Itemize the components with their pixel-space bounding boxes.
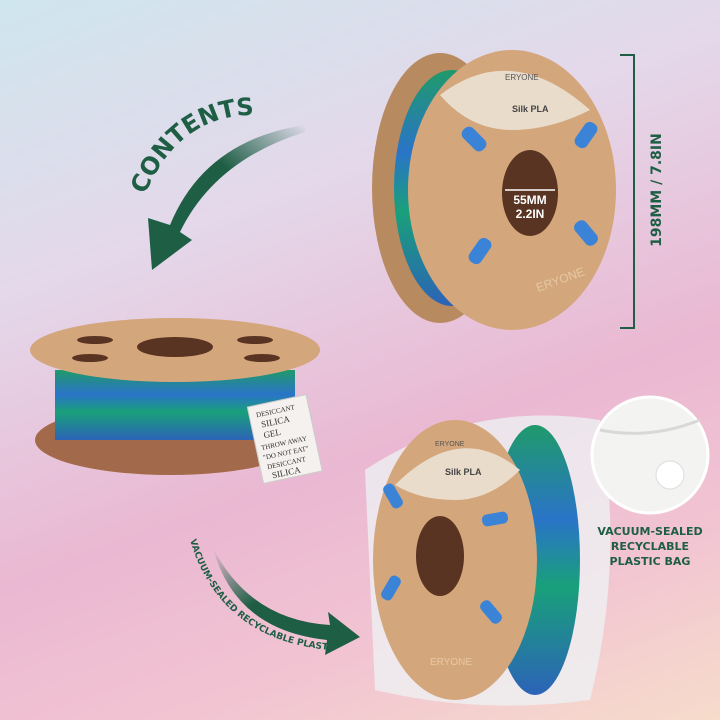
contents-arrow-icon [148,125,305,270]
bag-spool-product: Silk PLA [445,467,482,477]
bag-closeup [590,395,710,515]
bag-arrow-icon [213,548,360,655]
spool-product: Silk PLA [512,104,549,114]
bag-spool-embossed-brand: ERYONE [430,657,472,668]
bag-label-line2: RECYCLABLE [611,540,689,553]
spool-diameter-label: 198MM / 7.8IN [649,133,665,247]
spool-in-vacuum-bag: Silk PLA ERYONE ERYONE [365,415,611,706]
bag-spool-brand: ERYONE [435,441,465,448]
desiccant-text: GEL [263,427,282,440]
desiccant-packet: DESICCANT SILICA GEL THROW AWAY "DO NOT … [246,394,323,484]
bag-label-line1: VACUUM-SEALED [597,525,702,538]
hole-size-mm: 55MM [513,193,546,207]
bag-label-line3: PLASTIC BAG [610,555,691,568]
spool-brand: ERYONE [505,73,539,82]
spool-front-view: ERYONE Silk PLA 55MM 2.2IN ERYONE [372,50,616,330]
hole-size-in: 2.2IN [516,207,545,221]
contents-label: CONTENTS [125,93,255,198]
